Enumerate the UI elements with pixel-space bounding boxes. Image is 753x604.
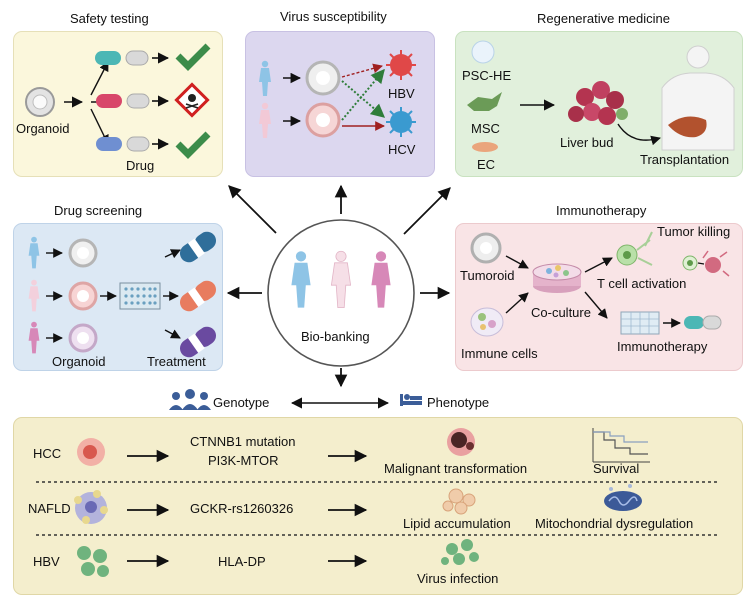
well-plate-icon bbox=[119, 282, 161, 310]
psc-he-cell-icon bbox=[471, 40, 495, 64]
msc-cell-icon bbox=[467, 92, 502, 111]
survival-curve-icon bbox=[592, 428, 650, 463]
phenotype-virus-infection-label: Virus infection bbox=[417, 571, 499, 586]
ec-label: EC bbox=[477, 157, 496, 172]
hcv-virus-icon bbox=[386, 107, 416, 137]
lipid-droplets-icon bbox=[442, 488, 476, 515]
hcc-cell-icon bbox=[77, 438, 105, 466]
liver-icon bbox=[668, 116, 707, 138]
malignant-tumor-icon bbox=[447, 428, 475, 456]
safety-arrow-up bbox=[90, 61, 109, 96]
culture-dish-icon bbox=[532, 263, 582, 293]
genotype-pi3k-label: PI3K-MTOR bbox=[208, 453, 279, 468]
capsule-purple-icon bbox=[179, 326, 217, 358]
safety-pill-teal-icon bbox=[95, 50, 149, 66]
disease-nafld-label: NAFLD bbox=[28, 501, 71, 516]
transplantation-label: Transplantation bbox=[640, 152, 730, 167]
safety-organoid-icon bbox=[25, 87, 55, 117]
drug-screening-title: Drug screening bbox=[54, 203, 143, 218]
liver-bud-label: Liver bud bbox=[560, 135, 614, 150]
genotype-label: Genotype bbox=[213, 395, 270, 410]
drug-organoid-purple-icon bbox=[68, 323, 98, 353]
hazard-icon bbox=[174, 82, 210, 118]
person-pink-icon bbox=[259, 102, 271, 138]
phenotype-mitochondrial-label: Mitochondrial dysregulation bbox=[535, 516, 694, 531]
tumoroid-label: Tumoroid bbox=[460, 268, 515, 283]
immunotherapy-pill-icon bbox=[684, 315, 722, 330]
immunotherapy-title: Immunotherapy bbox=[556, 203, 647, 218]
safety-testing-title: Safety testing bbox=[70, 11, 149, 26]
hbv-cell-icon bbox=[77, 546, 109, 577]
immunotherapy-panel bbox=[455, 223, 743, 371]
capsule-orange-icon bbox=[179, 280, 217, 312]
drug-organoid-grey-icon bbox=[68, 238, 98, 268]
disease-hbv-label: HBV bbox=[33, 554, 60, 569]
safety-pill-blue-icon bbox=[96, 136, 150, 152]
capsule-blue-icon bbox=[179, 231, 217, 263]
safety-organoid-label: Organoid bbox=[16, 121, 70, 136]
genotype-ctnnb1-label: CTNNB1 mutation bbox=[190, 434, 296, 449]
hbv-virus-icon bbox=[386, 50, 416, 80]
nafld-cell-icon bbox=[74, 490, 108, 524]
person-blue-icon bbox=[259, 60, 271, 96]
bio-banking-label: Bio-banking bbox=[301, 329, 370, 344]
drug-organoid-label: Organoid bbox=[52, 354, 106, 369]
tumoroid-icon bbox=[470, 232, 502, 264]
tumor-killing-label: Tumor killing bbox=[657, 224, 731, 239]
treatment-label: Treatment bbox=[147, 354, 206, 369]
psc-he-label: PSC-HE bbox=[462, 68, 512, 83]
person-pink-icon bbox=[28, 279, 40, 312]
co-culture-label: Co-culture bbox=[531, 305, 591, 320]
immunotherapy-label: Immunotherapy bbox=[617, 339, 708, 354]
person-purple-icon bbox=[28, 321, 40, 354]
virus-organoid-grey-icon bbox=[305, 60, 341, 96]
phenotype-malignant-label: Malignant transformation bbox=[384, 461, 528, 476]
hcv-label: HCV bbox=[388, 142, 416, 157]
disease-hcc-label: HCC bbox=[33, 446, 62, 461]
check-icon bbox=[175, 131, 211, 159]
person-blue-icon bbox=[28, 236, 40, 269]
hospital-bed-icon bbox=[400, 394, 422, 406]
immune-cells-label: Immune cells bbox=[461, 346, 538, 361]
phenotype-lipid-label: Lipid accumulation bbox=[403, 516, 511, 531]
virus-particles-icon bbox=[441, 539, 479, 565]
ec-cell-icon bbox=[472, 142, 498, 152]
t-cell-icon bbox=[616, 231, 653, 266]
tumor-killing-icon bbox=[682, 250, 730, 277]
msc-label: MSC bbox=[471, 121, 500, 136]
genotype-hla-dp-label: HLA-DP bbox=[218, 554, 266, 569]
phenotype-label: Phenotype bbox=[427, 395, 490, 410]
liver-bud-icon bbox=[568, 81, 628, 125]
mitochondria-icon bbox=[604, 484, 642, 511]
safety-pill-red-icon bbox=[96, 93, 150, 109]
drug-organoid-pink-icon bbox=[68, 281, 98, 311]
safety-drug-label: Drug bbox=[126, 158, 155, 173]
check-icon bbox=[175, 43, 211, 71]
immunotherapy-plate-icon bbox=[620, 311, 660, 335]
regenerative-medicine-title: Regenerative medicine bbox=[537, 11, 670, 26]
virus-susceptibility-title: Virus susceptibility bbox=[280, 9, 387, 24]
genotype-gckr-label: GCKR-rs1260326 bbox=[190, 501, 294, 516]
immune-cells-icon bbox=[470, 307, 504, 337]
t-cell-activation-label: T cell activation bbox=[597, 276, 687, 291]
virus-organoid-pink-icon bbox=[305, 102, 341, 138]
people-group-icon bbox=[169, 389, 211, 410]
phenotype-survival-label: Survival bbox=[593, 461, 640, 476]
hbv-label: HBV bbox=[388, 86, 415, 101]
